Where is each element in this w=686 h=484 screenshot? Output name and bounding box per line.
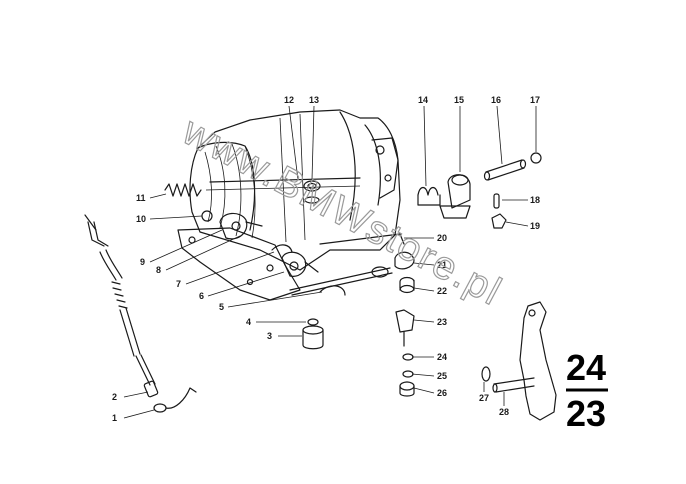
bushing-part-3 (302, 325, 324, 350)
nut-part-26 (399, 381, 415, 397)
group-number-top: 24 (566, 347, 606, 388)
part-label-4: 4 (246, 317, 251, 327)
part-label-22: 22 (437, 286, 447, 296)
part-label-24: 24 (437, 352, 447, 362)
selector-bracket-plate (177, 227, 301, 301)
circlip-part-17 (530, 152, 542, 164)
part-label-10: 10 (136, 214, 146, 224)
part-label-27: 27 (479, 393, 489, 403)
clip-part-21 (394, 251, 415, 270)
part-label-5: 5 (219, 302, 224, 312)
group-number: 24 23 (566, 347, 608, 434)
rod-part-20 (319, 233, 405, 245)
part-label-14: 14 (418, 95, 428, 105)
part-label-9: 9 (140, 257, 145, 267)
part-label-18: 18 (530, 195, 540, 205)
part-label-13: 13 (309, 95, 319, 105)
spring-part-14 (417, 186, 441, 206)
washer-part-25 (402, 370, 414, 378)
part-label-6: 6 (199, 291, 204, 301)
part-labels: 1 2 3 4 5 6 7 8 9 10 11 12 13 14 15 16 1… (112, 95, 540, 423)
part-label-16: 16 (491, 95, 501, 105)
lever-part-15 (439, 174, 471, 219)
part-label-25: 25 (437, 371, 447, 381)
part-label-17: 17 (530, 95, 540, 105)
part-label-21: 21 (437, 260, 447, 270)
selector-arm-part-28 (492, 301, 557, 421)
part-label-20: 20 (437, 233, 447, 243)
part-label-8: 8 (156, 265, 161, 275)
shaft-part-16 (483, 159, 527, 181)
selector-lever-part-6 (281, 251, 319, 277)
pin-part-18 (493, 193, 500, 209)
lever-part-23 (395, 309, 415, 347)
seal-part-13 (303, 180, 321, 204)
part-label-23: 23 (437, 317, 447, 327)
leader-lines (123, 105, 537, 419)
part-label-26: 26 (437, 388, 447, 398)
clip-part-7 (271, 244, 293, 253)
part-label-7: 7 (176, 279, 181, 289)
group-number-bottom: 23 (566, 393, 606, 434)
part-label-15: 15 (454, 95, 464, 105)
part-label-11: 11 (136, 193, 146, 203)
part-label-19: 19 (530, 221, 540, 231)
transmission-housing (189, 109, 401, 271)
washer-part-10 (201, 210, 213, 222)
washer-part-4 (307, 318, 319, 326)
spring-part-22 (399, 276, 415, 294)
part-label-1: 1 (112, 413, 117, 423)
lever-part-9 (219, 212, 263, 240)
part-label-2: 2 (112, 392, 117, 402)
shift-cable-part-1-2 (84, 214, 197, 413)
nut-part-19 (491, 213, 507, 229)
washer-part-24 (402, 353, 414, 361)
part-label-12: 12 (284, 95, 294, 105)
washer-part-27 (481, 366, 491, 382)
part-label-28: 28 (499, 407, 509, 417)
part-label-3: 3 (267, 331, 272, 341)
linkage-rod-part-5 (289, 266, 393, 296)
spring-part-11 (164, 183, 202, 197)
